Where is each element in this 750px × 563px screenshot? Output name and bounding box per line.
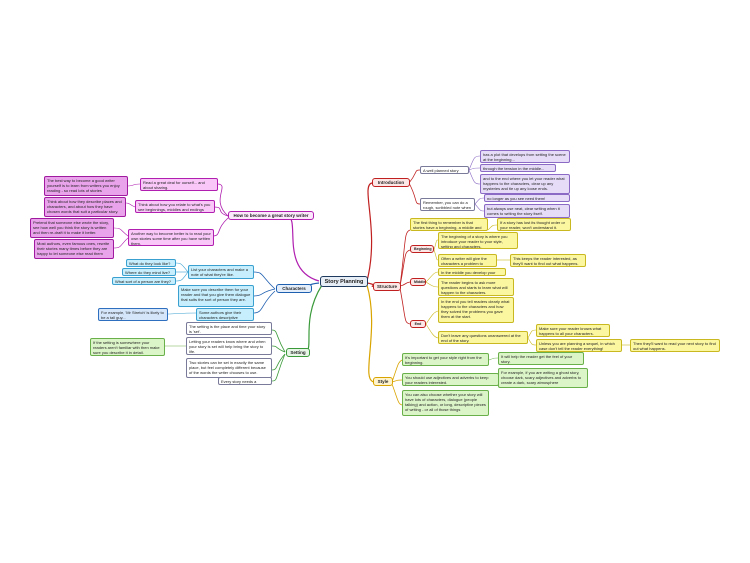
every-story-node[interactable]: Every story needs a setting. bbox=[218, 377, 272, 385]
read-lot-node[interactable]: Read a great deal for ourself... and abo… bbox=[140, 178, 218, 191]
two-stories-node[interactable]: Two stories can be set in exactly the sa… bbox=[186, 358, 272, 378]
list-characters-node[interactable]: List your characters and make a note of … bbox=[188, 265, 254, 279]
central-topic[interactable]: Story Planning bbox=[320, 276, 368, 287]
most-authors-node[interactable]: Most authors, even famous ones, rewrite … bbox=[34, 239, 114, 259]
ghost-story-example-node[interactable]: For example, if you are writing a ghost … bbox=[498, 368, 588, 388]
middle-subbranch[interactable]: Middle bbox=[410, 278, 426, 286]
unfamiliar-setting-node[interactable]: If the setting is somewhere your readers… bbox=[90, 338, 165, 356]
through-tension-node[interactable]: through the tension in the middle... bbox=[480, 164, 556, 172]
pretend-node[interactable]: Pretend that someone else wrote the stor… bbox=[30, 218, 114, 238]
best-way-node[interactable]: The best way to become a good writer you… bbox=[44, 176, 128, 196]
letting-readers-node[interactable]: Letting your readers know where and when… bbox=[186, 337, 272, 355]
branch-introduction[interactable]: Introduction bbox=[372, 178, 410, 187]
make-sure-describe-node[interactable]: Make sure you describe them for your rea… bbox=[178, 285, 254, 307]
remember-rough-node[interactable]: Remember, you can do a rough, scribbled … bbox=[420, 198, 475, 211]
what-look-like-node[interactable]: What do they look like? bbox=[126, 259, 176, 267]
lost-order-node[interactable]: If a story has lost its thought order or… bbox=[497, 218, 571, 231]
always-neat-node[interactable]: but always use neat, clear writing when … bbox=[484, 204, 570, 218]
no-questions-node[interactable]: Don't leave any questions unanswered at … bbox=[438, 331, 528, 344]
branch-setting[interactable]: Setting bbox=[286, 348, 310, 357]
what-sort-node[interactable]: What sort of a person are they? bbox=[112, 277, 176, 285]
where-live-node[interactable]: Where do they mind live? bbox=[122, 268, 176, 276]
branch-style[interactable]: Style bbox=[373, 377, 393, 386]
knows-characters-node[interactable]: Make sure your reader knows what happens… bbox=[536, 324, 610, 337]
no-longer-node[interactable]: no longer as you see need them! bbox=[484, 194, 570, 202]
end-subbranch[interactable]: End bbox=[410, 320, 426, 328]
plot-develops-node[interactable]: has a plot that develops from setting th… bbox=[480, 150, 570, 163]
first-thing-node[interactable]: The first thing to remember is that stor… bbox=[410, 218, 488, 231]
end-where-node[interactable]: and to the end where you let your reader… bbox=[480, 174, 570, 194]
end-text-node[interactable]: In the end you tell readers clearly what… bbox=[438, 297, 514, 323]
setting-is-node[interactable]: The setting is the place and time your s… bbox=[186, 322, 272, 335]
another-way-node[interactable]: Another way to become better is to read … bbox=[128, 229, 214, 246]
some-authors-node[interactable]: Some authors give their characters descr… bbox=[196, 308, 254, 321]
next-story-node[interactable]: Then they'll want to read your next stor… bbox=[630, 339, 720, 352]
feel-of-story-node[interactable]: It will help the reader get the feel of … bbox=[498, 352, 584, 365]
branch-how-to-become-writer[interactable]: How to become a great story writer bbox=[228, 211, 314, 220]
well-planned-node[interactable]: A well planned story bbox=[420, 166, 469, 174]
characters-dialogue-node[interactable]: You can also choose whether your story w… bbox=[402, 390, 489, 416]
think-read-node[interactable]: Think about how you relate to what's you… bbox=[135, 200, 215, 213]
adjectives-adverbs-node[interactable]: You should use adjectives and adverbs to… bbox=[402, 373, 499, 386]
think-describe-node[interactable]: Think about how they describe places and… bbox=[44, 197, 126, 217]
mr-stretch-example-node[interactable]: For example, 'Mr Stretch' is likely to b… bbox=[98, 308, 168, 321]
problem-to-solve-node[interactable]: Often a writer will give the characters … bbox=[438, 254, 497, 267]
middle-text-node[interactable]: In the middle you develop your story. bbox=[438, 268, 506, 276]
branch-structure[interactable]: Structure bbox=[373, 282, 401, 291]
beginning-subbranch[interactable]: Beginning bbox=[410, 245, 434, 253]
beginning-text-node[interactable]: The beginning of a story is where you in… bbox=[438, 232, 518, 249]
keeps-interested-node[interactable]: This keeps the reader interested, as the… bbox=[510, 254, 586, 267]
style-important-node[interactable]: It's important to get your style right f… bbox=[402, 353, 489, 366]
reader-questions-node[interactable]: The reader begins to ask more questions … bbox=[438, 278, 514, 296]
branch-characters[interactable]: Characters bbox=[276, 284, 312, 293]
sequel-node[interactable]: Unless you are planning a sequel, in whi… bbox=[536, 339, 622, 352]
